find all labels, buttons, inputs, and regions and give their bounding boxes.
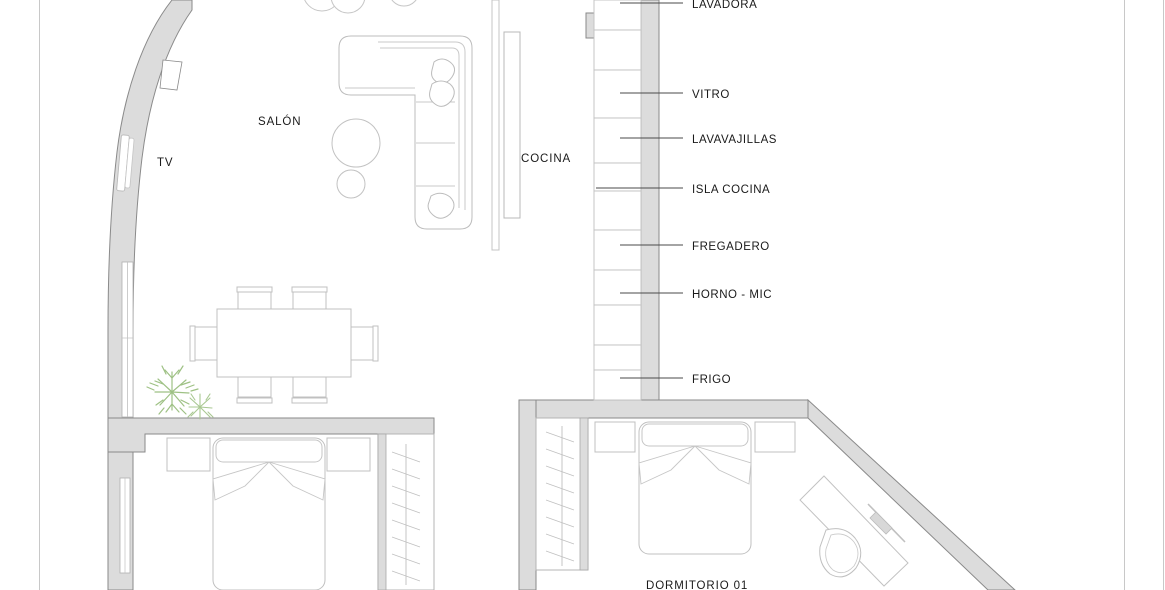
closet-master xyxy=(377,433,435,590)
desk-chair-seat xyxy=(825,533,859,574)
nightstand-dorm-right xyxy=(754,421,796,453)
bed-dorm-01-duvet xyxy=(638,445,752,485)
round-side-table xyxy=(336,169,366,199)
wall-central-vertical xyxy=(640,0,660,401)
kitchen-counter-run xyxy=(593,0,642,401)
sofa-pillow-3 xyxy=(427,192,455,219)
bed-dorm-01-pillows xyxy=(641,423,749,447)
annotation-label-horno-mic: HORNO - MIC xyxy=(692,289,772,301)
dining-chair-left xyxy=(189,325,219,362)
annotation-label-frigo: FRIGO xyxy=(692,374,731,386)
dining-chair-bottom-2 xyxy=(291,374,328,404)
window-salon-left xyxy=(121,261,134,418)
annotation-label-isla-cocina: ISLA COCINA xyxy=(692,184,770,196)
bed-master-pillows xyxy=(215,439,323,463)
plant-small xyxy=(187,393,214,420)
kitchen-island xyxy=(503,31,521,219)
annotation-leaders xyxy=(596,2,683,379)
dining-set xyxy=(189,286,379,404)
l-shaped-sofa xyxy=(338,35,473,230)
wall-diagonal-right xyxy=(807,398,1016,590)
clipped-furniture-top xyxy=(304,0,417,14)
bed-master-duvet xyxy=(212,461,326,501)
room-label-cocina: COCINA xyxy=(521,153,571,165)
wall-bedroom-right-left xyxy=(518,399,537,590)
sofa-pillow-1 xyxy=(431,58,456,84)
dining-chair-bottom-1 xyxy=(236,374,273,404)
annotation-label-fregadero: FREGADERO xyxy=(692,241,770,253)
annotation-label-lavavajillas: LAVAVAJILLAS xyxy=(692,134,777,146)
wall-bedroom-right-top xyxy=(518,399,809,419)
bedroom-master xyxy=(166,433,435,590)
annotation-label-vitro: VITRO xyxy=(692,89,730,101)
room-label-dormitorio-01: DORMITORIO 01 xyxy=(646,580,748,590)
wall-curve-notch xyxy=(159,59,183,91)
nightstand-right xyxy=(326,437,371,472)
guide-lines xyxy=(39,0,1164,590)
dining-table xyxy=(216,308,352,378)
partition-cocina-outer xyxy=(491,0,500,251)
tv-unit xyxy=(116,134,135,192)
dining-chair-right xyxy=(349,325,379,362)
closet-dorm-01 xyxy=(535,417,589,571)
nightstand-left xyxy=(166,437,211,472)
desk-dorm-01 xyxy=(799,475,909,587)
wall-horizontal-left xyxy=(107,417,435,453)
plant-large xyxy=(146,365,199,415)
round-coffee-table xyxy=(331,118,381,168)
room-label-salon: SALÓN xyxy=(258,115,302,128)
sofa-pillow-2 xyxy=(429,80,455,107)
bedroom-dorm-01 xyxy=(535,417,909,587)
room-label-tv: TV xyxy=(157,157,174,169)
annotation-label-lavadora: LAVADORA xyxy=(692,0,757,11)
nightstand-dorm-left xyxy=(594,421,636,453)
walls xyxy=(107,0,1016,590)
